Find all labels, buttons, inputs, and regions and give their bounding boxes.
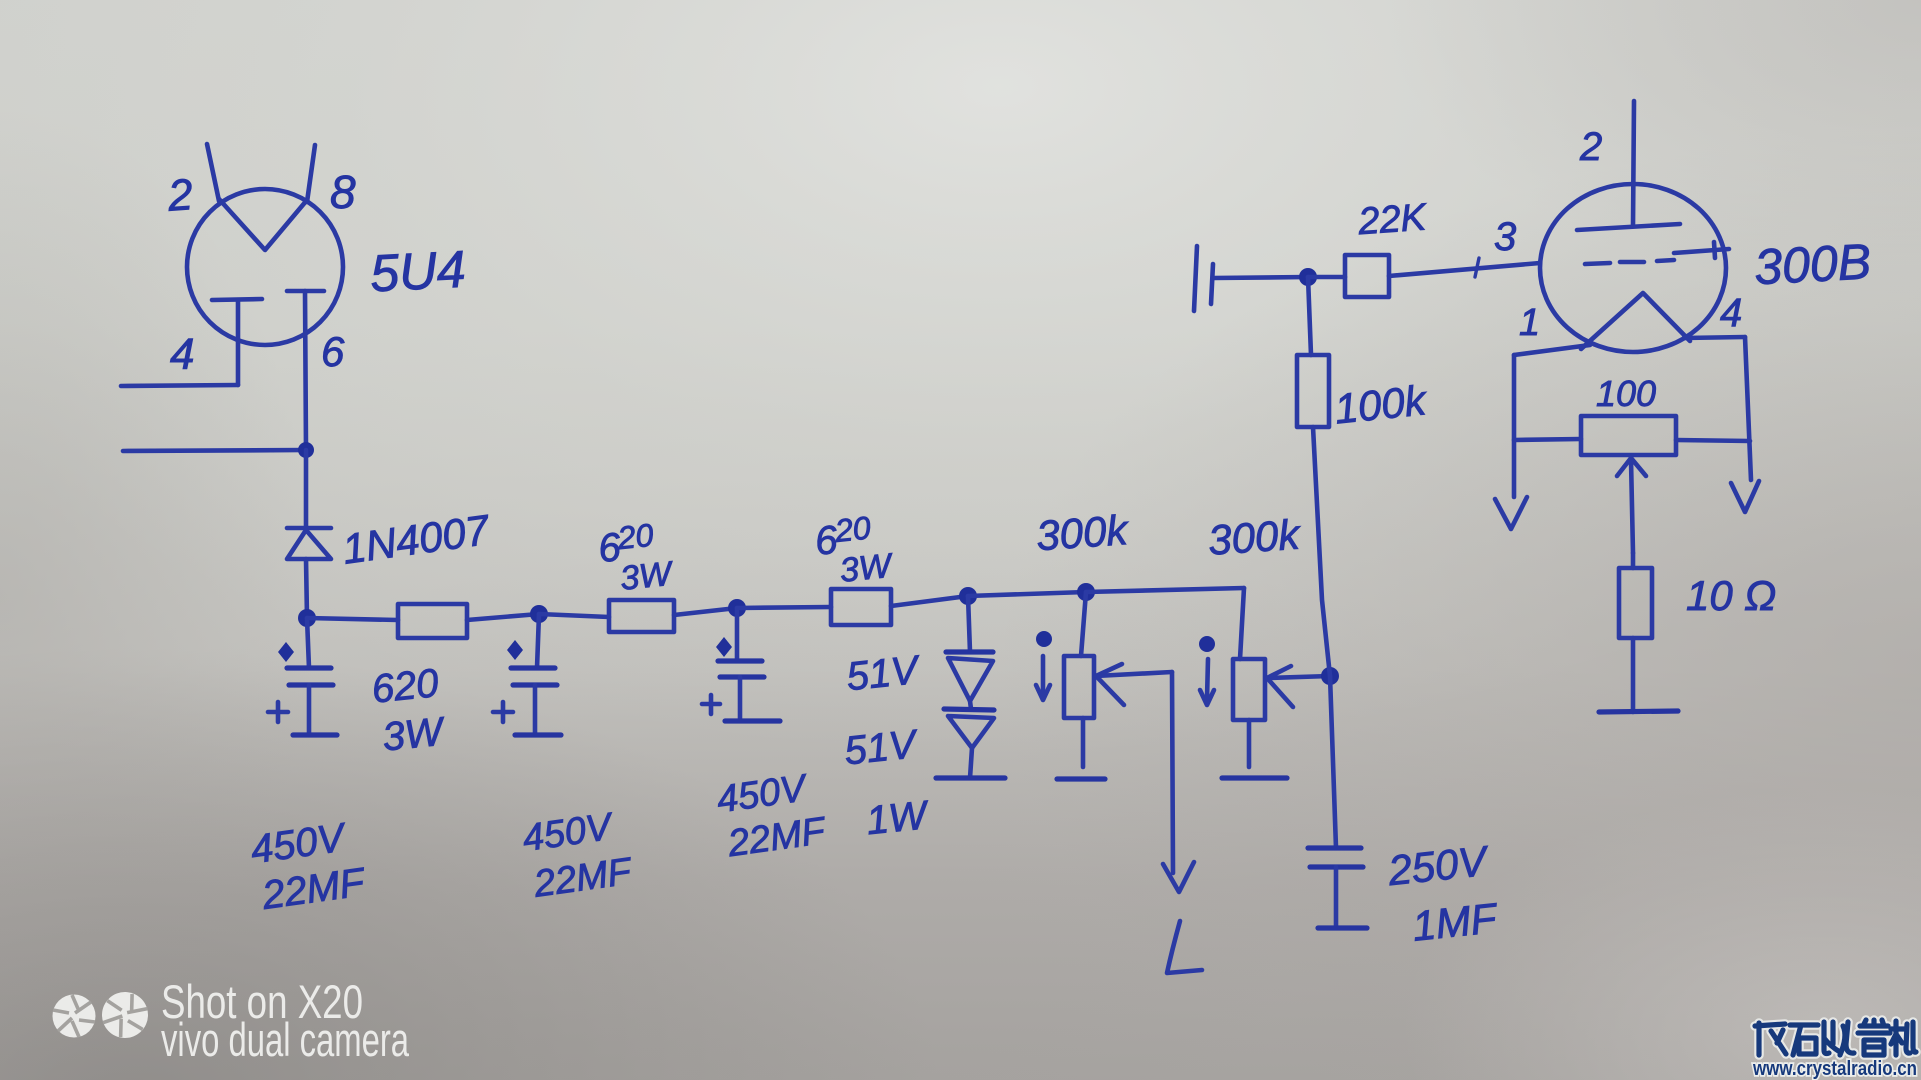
svg-text:4: 4 (170, 330, 194, 379)
svg-text:51V: 51V (844, 648, 923, 700)
svg-text:2: 2 (1579, 125, 1602, 169)
svg-text:5U4: 5U4 (369, 241, 467, 304)
svg-text:2: 2 (165, 170, 194, 221)
svg-text:6: 6 (321, 328, 345, 375)
svg-text:300B: 300B (1753, 233, 1873, 295)
svg-text:6: 6 (596, 525, 623, 571)
svg-text:1W: 1W (864, 793, 931, 843)
svg-text:3W: 3W (618, 555, 676, 598)
svg-text:100: 100 (1596, 373, 1656, 414)
svg-text:vivo dual camera: vivo dual camera (161, 1013, 410, 1066)
svg-text:www.crystalradio.cn: www.crystalradio.cn (1752, 1058, 1917, 1080)
svg-text:51V: 51V (842, 722, 921, 774)
svg-text:6: 6 (813, 518, 840, 564)
svg-text:4: 4 (1720, 291, 1742, 335)
svg-text:8: 8 (330, 166, 356, 218)
svg-text:1: 1 (1519, 302, 1540, 344)
svg-text:3: 3 (1494, 215, 1516, 259)
svg-text:1MF: 1MF (1410, 894, 1501, 950)
svg-text:620: 620 (370, 661, 441, 712)
svg-text:100k: 100k (1332, 376, 1429, 432)
svg-text:20: 20 (832, 509, 872, 549)
svg-text:10 Ω: 10 Ω (1686, 572, 1776, 619)
svg-text:450V: 450V (714, 767, 811, 821)
svg-text:Shot on X20: Shot on X20 (161, 975, 363, 1028)
svg-text:22K: 22K (1356, 196, 1429, 243)
svg-text:300k: 300k (1207, 510, 1303, 563)
svg-text:20: 20 (615, 517, 655, 557)
svg-text:3W: 3W (380, 709, 447, 759)
svg-text:250V: 250V (1385, 837, 1492, 895)
svg-text:300k: 300k (1035, 506, 1131, 559)
svg-text:3W: 3W (838, 547, 896, 590)
